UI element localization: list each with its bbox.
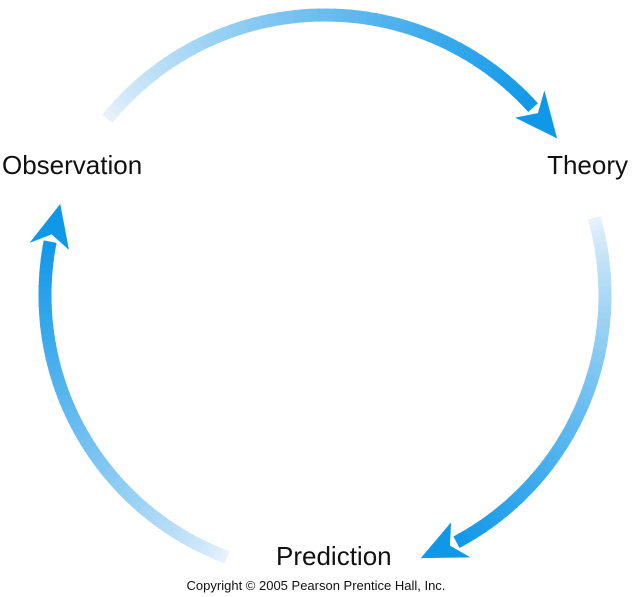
label-theory: Theory: [547, 150, 628, 180]
arrow-observation-to-theory: [102, 8, 558, 139]
arrowhead-icon: [29, 203, 69, 250]
arc-segment: [453, 533, 466, 548]
arrow-prediction-to-observation: [29, 203, 230, 564]
arc-segment: [42, 240, 57, 250]
label-observation: Observation: [2, 150, 143, 180]
arc-segment: [522, 97, 538, 113]
copyright-notice: Copyright © 2005 Pearson Prentice Hall, …: [186, 578, 446, 593]
arrow-theory-to-prediction: [420, 216, 612, 559]
label-prediction: Prediction: [276, 541, 392, 571]
arrowhead-icon: [420, 522, 471, 559]
arrowhead-icon: [515, 90, 558, 139]
